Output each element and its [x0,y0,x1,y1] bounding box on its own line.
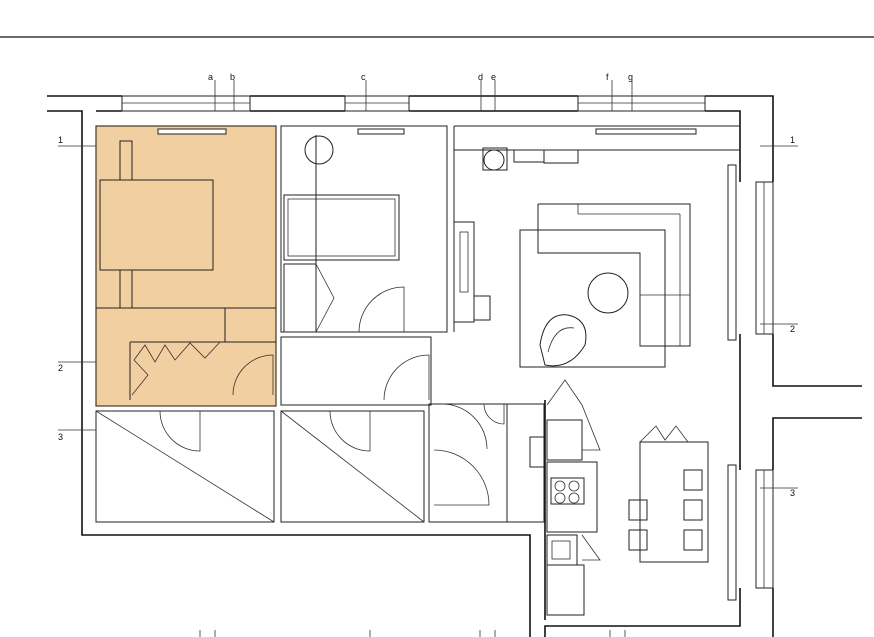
coffee-table [587,272,629,314]
marker-left-2: 2 [58,363,63,373]
marker-top-d: d [478,72,483,82]
dining-table [628,425,709,563]
marker-top-f: f [606,72,609,82]
exterior-walls [47,95,862,637]
kitchen [529,379,601,616]
armchair [539,314,587,367]
single-bed [283,135,400,333]
marker-top-b: b [230,72,235,82]
storage-diagonals [95,410,425,523]
marker-top-g: g [628,72,633,82]
marker-top-a: a [208,72,213,82]
doors [159,286,505,506]
radiators [157,128,737,601]
section-markers-left: 1 2 3 [58,135,96,442]
marker-left-1: 1 [58,135,63,145]
bottom-markers [199,630,626,637]
marker-left-3: 3 [58,432,63,442]
side-shelf [453,147,579,323]
highlighted-bedroom [95,125,277,407]
section-markers-right: 1 2 3 [760,135,798,498]
marker-right-3: 3 [790,488,795,498]
interior-walls [95,125,740,523]
wardrobe [96,307,276,400]
marker-right-2: 2 [790,324,795,334]
section-markers-top: a b c d e f g [208,72,633,111]
marker-right-1: 1 [790,135,795,145]
marker-top-e: e [491,72,496,82]
marker-top-c: c [361,72,366,82]
windows [121,95,774,589]
sofa [519,203,691,368]
